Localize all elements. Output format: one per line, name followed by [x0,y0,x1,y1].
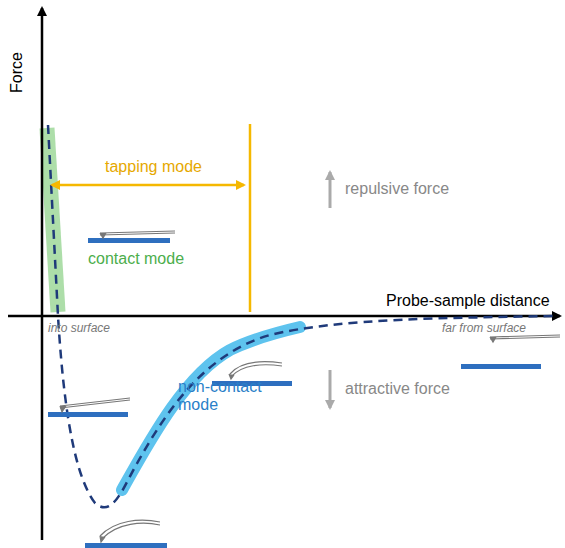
force-label: attractive force [345,380,450,398]
repulsive-arrow [329,172,332,208]
tapping-range [52,184,244,187]
tapping-limit [249,124,252,312]
cantilever-sketches [48,231,560,548]
axis-title: Probe-sample distance [386,292,550,310]
force-label: repulsive force [345,180,449,198]
mode-label: tapping mode [105,158,202,176]
force-axis [41,8,44,540]
force-curve [48,125,555,507]
region-note: into surface [48,322,110,336]
attractive-arrow [329,370,332,408]
mode-label: contact mode [88,250,184,268]
non-contact-band [122,327,300,490]
axis-title: Force [8,52,26,93]
region-note: far from surface [442,322,526,336]
mode-label: non-contact mode [178,378,274,415]
